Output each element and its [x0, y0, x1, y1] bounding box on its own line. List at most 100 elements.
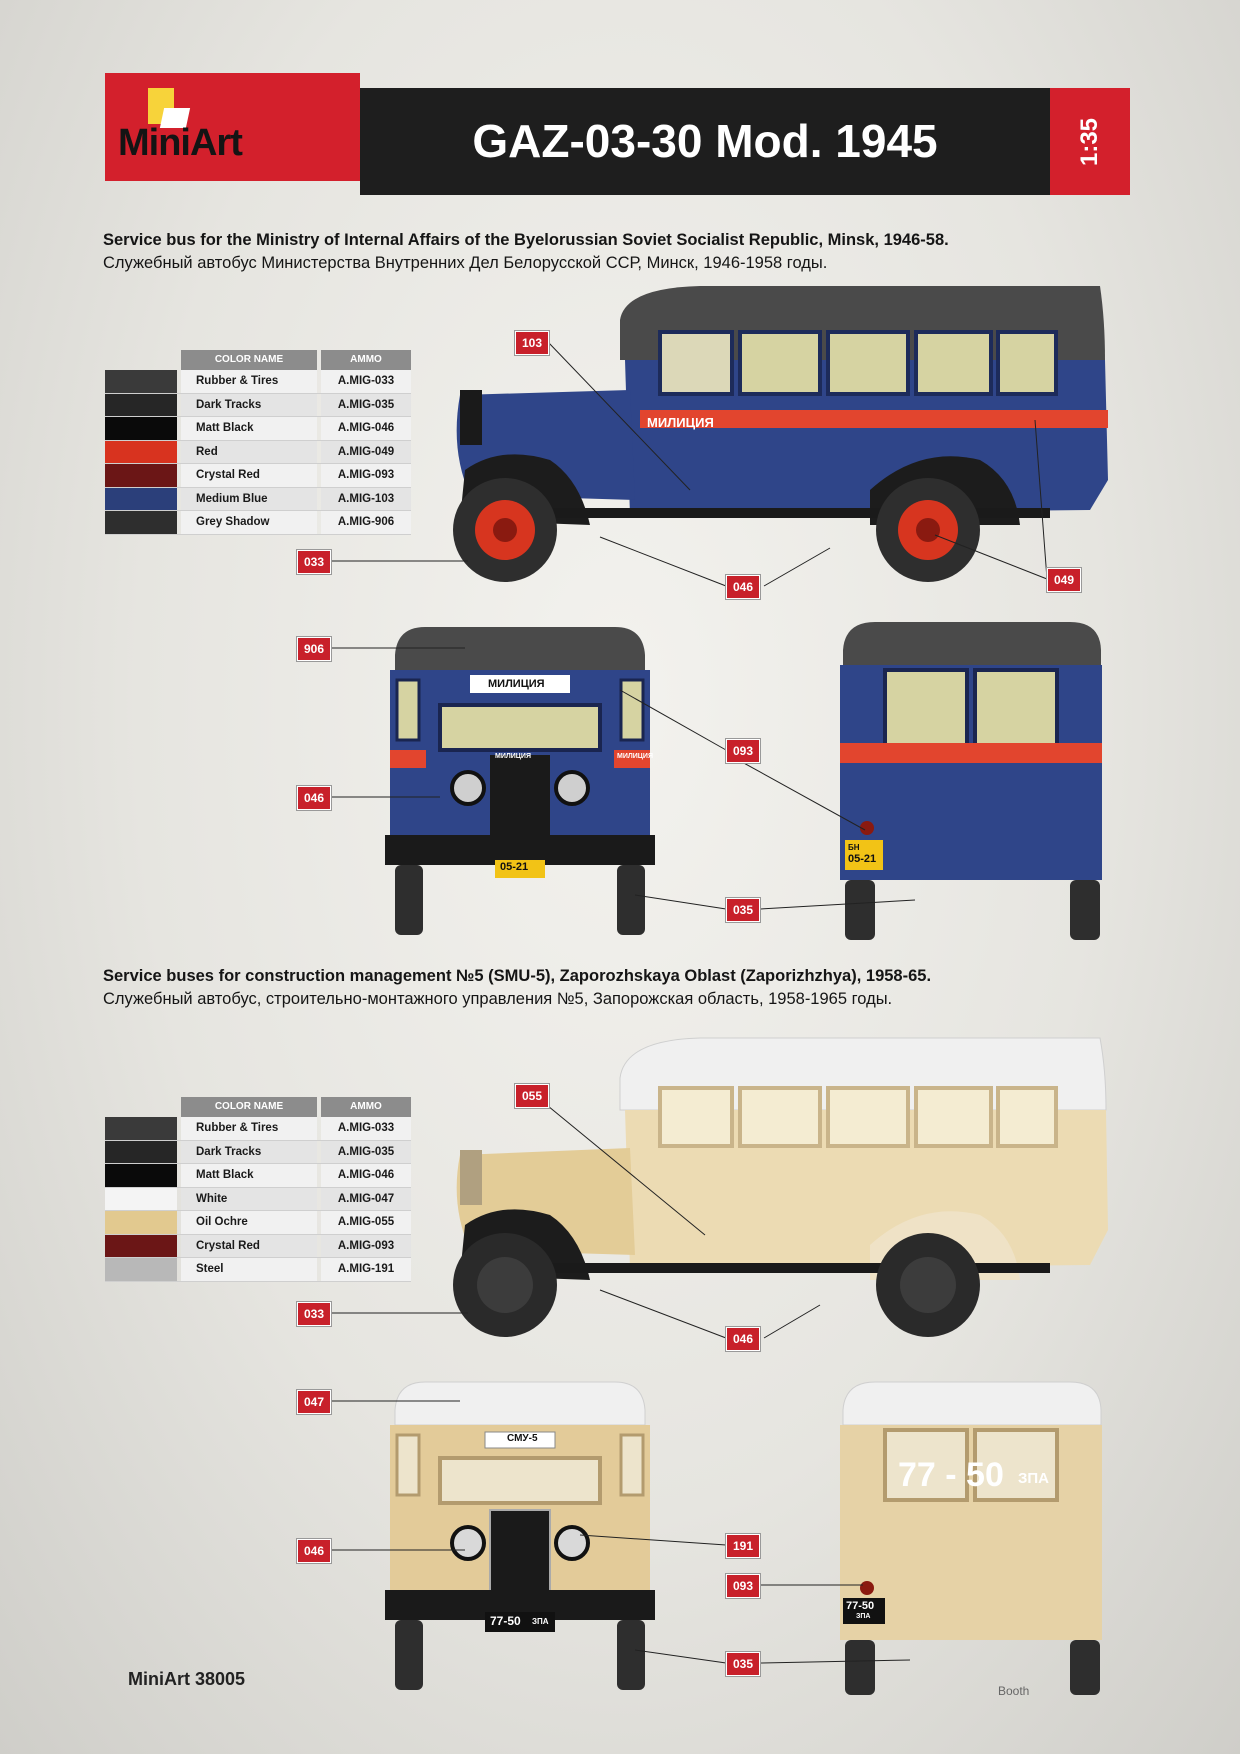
roof	[395, 627, 645, 670]
scheme2-front-view	[385, 1381, 655, 1690]
window	[658, 330, 734, 396]
roof	[843, 622, 1101, 665]
color-name: Steel	[181, 1258, 317, 1281]
headlight	[450, 1525, 486, 1561]
callout-046: 046	[726, 1327, 760, 1351]
rear-window	[883, 668, 969, 752]
color-swatch	[105, 1140, 177, 1163]
headlight	[450, 770, 486, 806]
windshield	[438, 703, 602, 752]
scheme2-side-view	[453, 1037, 1108, 1337]
callout-093: 093	[726, 739, 760, 763]
ammo-code: A.MIG-033	[321, 1117, 411, 1140]
windshield	[438, 1456, 602, 1505]
rear-plate-number: 05-21	[848, 853, 877, 865]
ammo-code: A.MIG-093	[321, 464, 411, 487]
scheme1-heading-ru: Служебный автобус Министерства Внутренни…	[103, 254, 828, 272]
front-sign-text: СМУ-5	[507, 1433, 538, 1444]
color-swatch	[105, 370, 177, 393]
ammo-code: A.MIG-033	[321, 370, 411, 393]
roof	[394, 1381, 646, 1426]
color-name: Red	[181, 440, 317, 463]
callout-191: 191	[726, 1534, 760, 1558]
color-swatch	[105, 1258, 177, 1281]
scheme2-rear-view	[840, 1381, 1102, 1695]
wheel	[395, 1620, 423, 1690]
radiator	[490, 755, 550, 840]
scale-text: 1:35	[1075, 117, 1103, 166]
color-name: Rubber & Tires	[181, 370, 317, 393]
tail-light	[860, 821, 874, 835]
page-title: GAZ-03-30 Mod. 1945	[472, 115, 938, 167]
color-swatch	[105, 393, 177, 416]
wheel	[1070, 1640, 1100, 1695]
chassis	[530, 508, 1050, 518]
door-stripe	[614, 750, 650, 768]
window	[996, 1086, 1058, 1148]
callout-046-front: 046	[297, 1539, 331, 1563]
rear-window	[883, 1428, 969, 1502]
window	[826, 330, 910, 396]
color-swatch	[105, 1117, 177, 1140]
ammo-code: A.MIG-046	[321, 417, 411, 440]
headlight	[554, 1525, 590, 1561]
side-window	[619, 1433, 645, 1497]
ammo-code: A.MIG-103	[321, 487, 411, 510]
rear-plate-suffix: ЗПА	[856, 1613, 871, 1620]
window	[738, 1086, 822, 1148]
color-swatch	[105, 1187, 177, 1210]
ammo-code: A.MIG-035	[321, 393, 411, 416]
wheel	[845, 1640, 875, 1695]
color-table-header: COLOR NAME AMMO	[105, 350, 411, 370]
color-name: Dark Tracks	[181, 393, 317, 416]
color-swatch	[105, 1234, 177, 1257]
roof	[842, 1381, 1102, 1426]
side-window	[619, 678, 645, 742]
logo-background	[105, 73, 360, 181]
color-name-header: COLOR NAME	[181, 350, 317, 370]
door-text-right: МИЛИЦИЯ	[617, 753, 653, 760]
color-name-header: COLOR NAME	[181, 1097, 317, 1117]
wheel	[395, 865, 423, 935]
window	[658, 1086, 734, 1148]
plate	[485, 1612, 555, 1632]
color-swatch	[105, 417, 177, 440]
scheme2-heading-ru: Служебный автобус, строительно-монтажног…	[103, 990, 893, 1008]
rear-number: 77 - 50	[898, 1456, 1004, 1494]
callout-046-front: 046	[297, 786, 331, 810]
color-swatch	[105, 511, 177, 534]
scale-label: 1:35	[1050, 88, 1130, 195]
scheme1-front-view	[385, 627, 655, 935]
window	[914, 330, 993, 396]
callout-103: 103	[515, 331, 549, 355]
color-name: Rubber & Tires	[181, 1117, 317, 1140]
ammo-code: A.MIG-093	[321, 1234, 411, 1257]
scheme1-rear-view	[840, 622, 1102, 940]
callout-035: 035	[726, 1652, 760, 1676]
door-stripe	[390, 750, 426, 768]
color-name: Crystal Red	[181, 464, 317, 487]
rear-plate-number: 77-50	[846, 1600, 875, 1612]
plate	[843, 1598, 885, 1624]
callout-049: 049	[1047, 568, 1081, 592]
chassis	[530, 1263, 1050, 1273]
rear-window	[973, 1428, 1059, 1502]
color-name: Oil Ochre	[181, 1211, 317, 1234]
title-bar	[360, 88, 1050, 195]
window	[738, 330, 822, 396]
callout-046: 046	[726, 575, 760, 599]
color-swatch	[105, 487, 177, 510]
color-name: Matt Black	[181, 417, 317, 440]
